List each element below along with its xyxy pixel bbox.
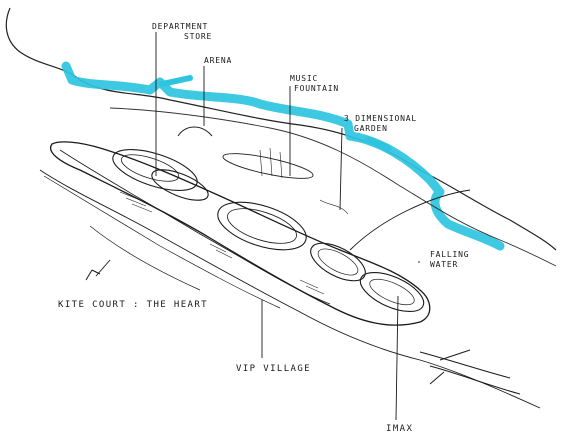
label-department-store-line1: DEPARTMENT [152, 22, 209, 31]
river-edge-line [5, 7, 557, 251]
river-bank-line [109, 107, 557, 267]
label-department-store: DEPARTMENT STORE [152, 22, 212, 42]
imax-pod-2 [359, 271, 425, 313]
label-falling-water: FALLING WATER [430, 250, 469, 270]
label-music-fountain: MUSIC FOUNTAIN [290, 74, 339, 94]
central-plaza-pod [217, 201, 307, 251]
label-3d-garden-line1: 3 DIMENSIONAL [344, 114, 418, 123]
label-arena: ARENA [204, 56, 233, 65]
department-store-pod [112, 149, 198, 191]
label-3d-garden-line2: GARDEN [354, 124, 388, 133]
fountain-basin [222, 153, 314, 179]
label-falling-water-line1: FALLING [430, 250, 470, 259]
river-highlight-tick [159, 75, 193, 87]
river-highlight-tick [364, 136, 392, 152]
label-music-fountain-line1: MUSIC [290, 74, 319, 83]
label-falling-water-line2: WATER [430, 260, 459, 269]
label-vip-village: VIP VILLAGE [236, 364, 312, 374]
river-highlight [61, 61, 505, 251]
sketch-hatching [119, 147, 349, 295]
label-department-store-line2: STORE [184, 32, 213, 41]
building-pods [112, 126, 425, 313]
label-kite-court: KITE COURT : THE HEART [58, 300, 209, 310]
arena-pod [151, 169, 209, 201]
access-road [419, 349, 521, 395]
label-music-fountain-line2: FOUNTAIN [294, 84, 339, 93]
imax-pod-1 [310, 242, 366, 282]
label-imax: IMAX [386, 424, 414, 434]
site-outline [39, 141, 541, 409]
label-3d-garden: 3 DIMENSIONAL GARDEN [344, 114, 417, 134]
kite-court-arrow [85, 269, 101, 281]
arena-roof [177, 126, 213, 137]
